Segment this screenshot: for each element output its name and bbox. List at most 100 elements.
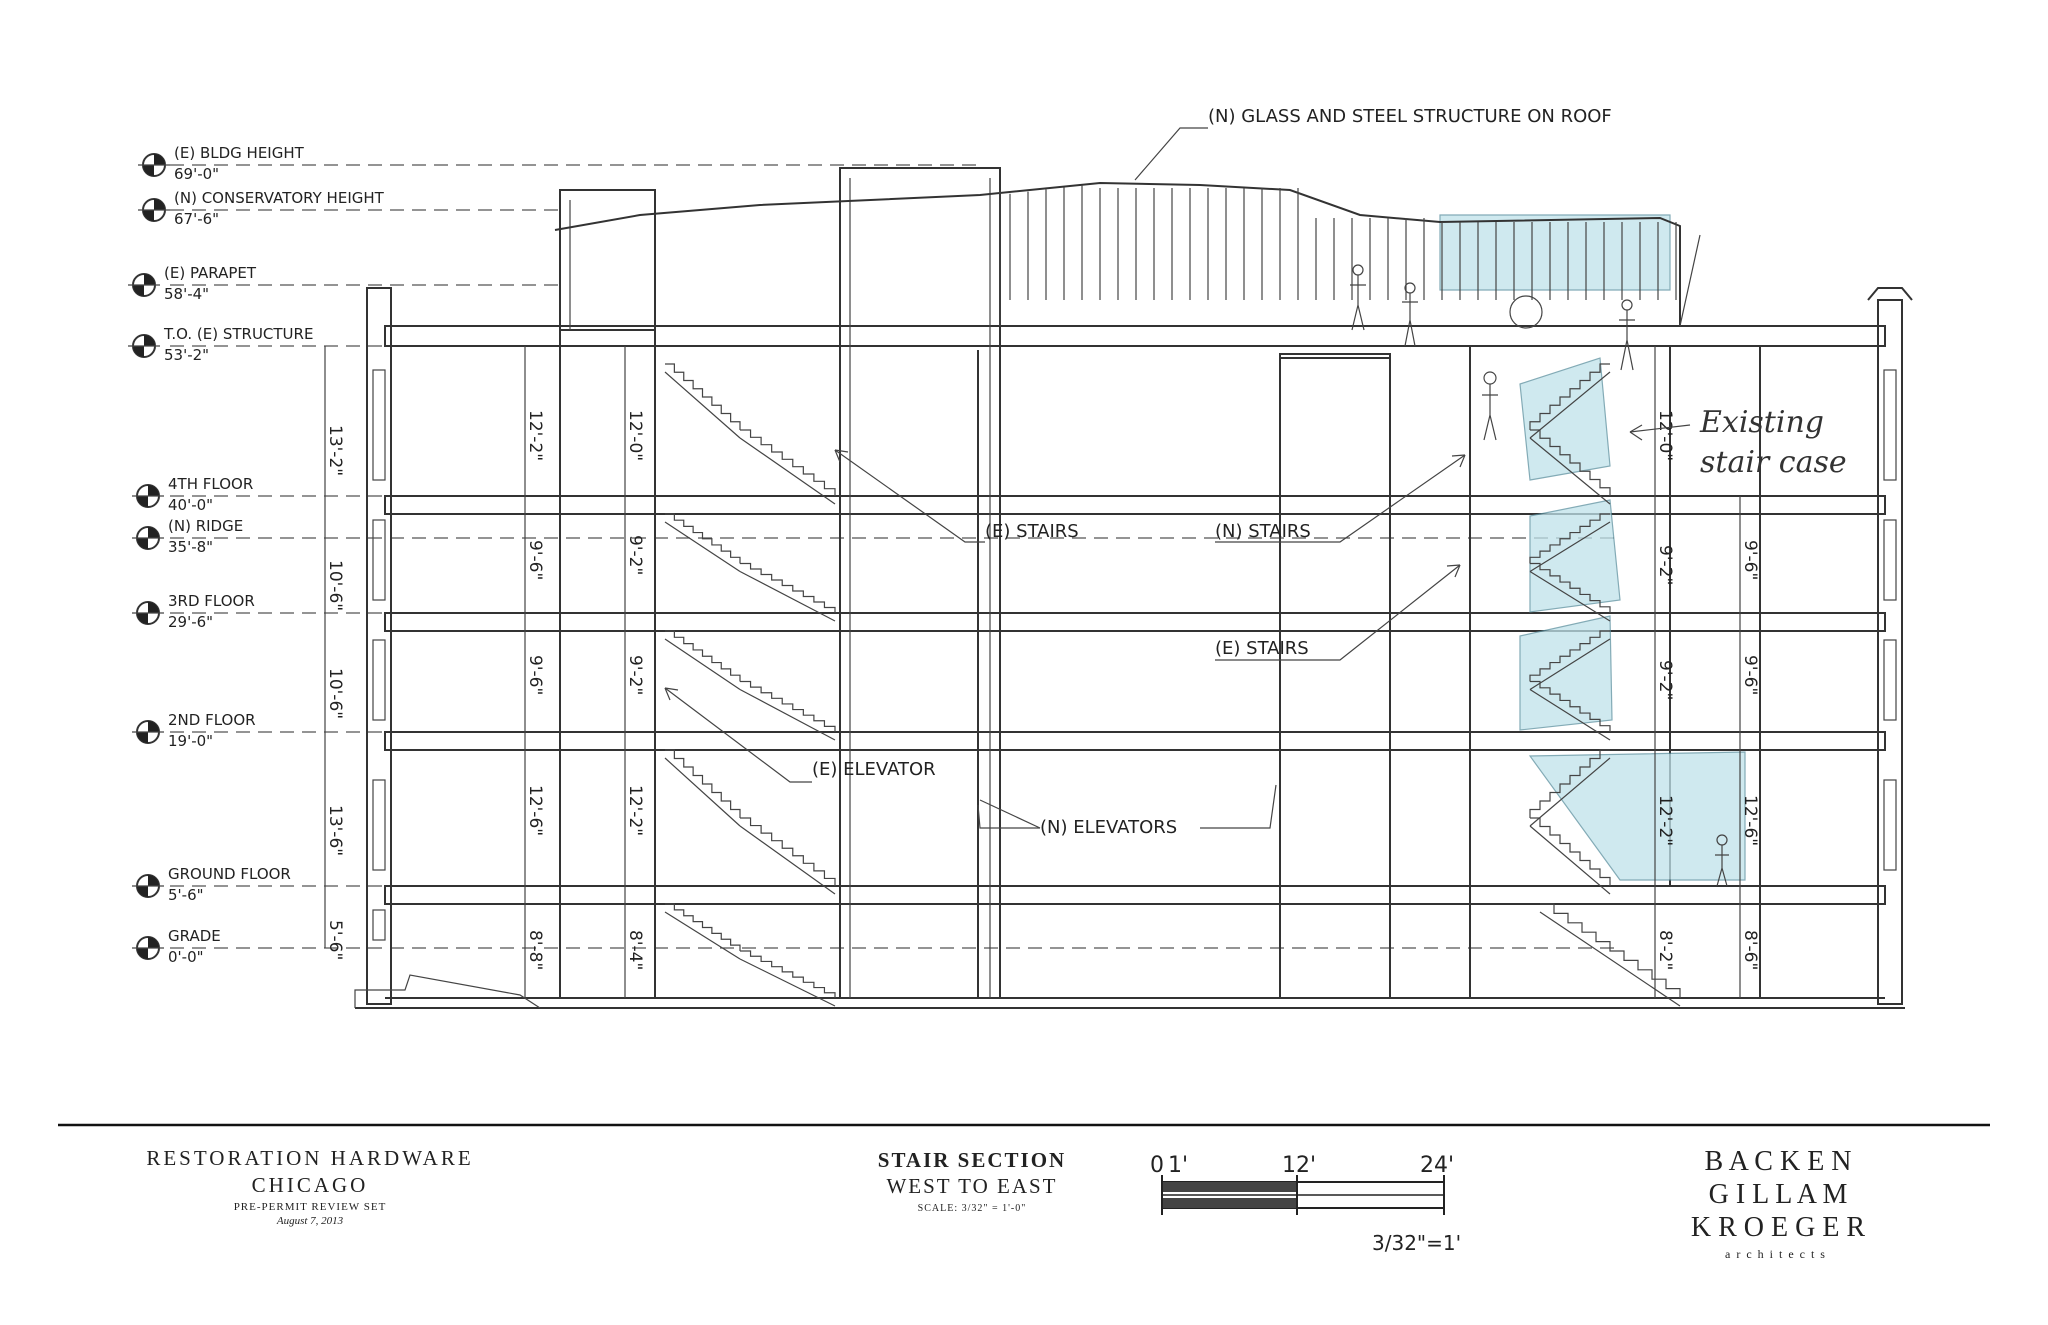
dim-overall-2: 10'-6": [325, 560, 345, 611]
level-marker-grade: GRADE 0'-0": [132, 927, 221, 966]
svg-text:RESTORATION HARDWARE: RESTORATION HARDWARE: [146, 1146, 473, 1170]
svg-text:(N) STAIRS: (N) STAIRS: [1215, 521, 1311, 542]
svg-text:5'-6": 5'-6": [168, 886, 204, 904]
svg-text:B A C K E N: B A C K E N: [1704, 1146, 1851, 1177]
svg-text:19'-0": 19'-0": [168, 732, 213, 750]
svg-text:24': 24': [1420, 1153, 1454, 1178]
level-marker-conservatory-height: (N) CONSERVATORY HEIGHT 67'-6": [138, 189, 385, 228]
dim-east-stair-5: 8'-2": [1655, 930, 1675, 970]
callout-n-stairs: (N) STAIRS: [1215, 454, 1466, 543]
existing-stairs-west: [664, 363, 836, 1007]
svg-text:35'-8": 35'-8": [168, 538, 213, 556]
handwritten-note: Existing stair case: [1629, 405, 1847, 480]
svg-text:58'-4": 58'-4": [164, 285, 209, 303]
svg-text:1': 1': [1168, 1153, 1188, 1178]
callout-e-elevator: (E) ELEVATOR: [664, 687, 936, 783]
svg-text:(N) GLASS AND STEEL STRUCTURE: (N) GLASS AND STEEL STRUCTURE ON ROOF: [1208, 106, 1612, 127]
svg-text:69'-0": 69'-0": [174, 165, 219, 183]
scale-bar: 0 1' 12' 24' 3/32"=1': [1150, 1153, 1461, 1255]
svg-text:0'-0": 0'-0": [168, 948, 204, 966]
dim-east-wall-3: 12'-6": [1740, 795, 1760, 846]
level-markers: (E) BLDG HEIGHT 69'-0" (N) CONSERVATORY …: [128, 144, 385, 966]
svg-text:stair case: stair case: [1700, 445, 1847, 480]
dim-west-wall-1: 12'-2": [525, 410, 545, 461]
dim-west-wall-2: 9'-6": [525, 540, 545, 580]
svg-text:GRADE: GRADE: [168, 927, 221, 945]
title-block: RESTORATION HARDWARE CHICAGO PRE-PERMIT …: [58, 1123, 1990, 1261]
svg-text:architects: architects: [1725, 1247, 1831, 1261]
level-marker-ridge: (N) RIDGE 35'-8": [132, 517, 243, 556]
level-marker-top-structure: T.O. (E) STRUCTURE 53'-2": [128, 325, 313, 364]
dim-west-stair-2: 9'-2": [625, 535, 645, 575]
svg-text:(E) ELEVATOR: (E) ELEVATOR: [812, 759, 936, 780]
svg-text:29'-6": 29'-6": [168, 613, 213, 631]
person-figures: [1350, 264, 1729, 887]
level-marker-third-floor: 3RD FLOOR 29'-6": [132, 592, 255, 631]
dim-west-stair-3: 9'-2": [625, 655, 645, 695]
svg-text:12': 12': [1282, 1153, 1316, 1178]
svg-text:40'-0": 40'-0": [168, 496, 213, 514]
svg-text:4TH FLOOR: 4TH FLOOR: [168, 475, 253, 493]
building-shell: [354, 287, 1913, 1009]
svg-text:(N) CONSERVATORY HEIGHT: (N) CONSERVATORY HEIGHT: [174, 189, 385, 207]
svg-text:2ND FLOOR: 2ND FLOOR: [168, 711, 256, 729]
dim-overall-5: 5'-6": [325, 920, 345, 960]
dim-west-wall-4: 12'-6": [525, 785, 545, 836]
svg-text:PRE-PERMIT REVIEW SET: PRE-PERMIT REVIEW SET: [234, 1201, 387, 1213]
svg-text:(E) STAIRS: (E) STAIRS: [985, 521, 1079, 542]
svg-text:SCALE: 3/32" = 1'-0": SCALE: 3/32" = 1'-0": [918, 1203, 1027, 1214]
level-datum-lines: [170, 164, 1620, 949]
svg-text:K R O E G E R: K R O E G E R: [1691, 1212, 1866, 1243]
svg-text:(E) PARAPET: (E) PARAPET: [164, 264, 257, 282]
svg-text:WEST TO EAST: WEST TO EAST: [886, 1174, 1057, 1198]
roof-glass-structure: [554, 181, 1729, 887]
svg-text:(N) RIDGE: (N) RIDGE: [168, 517, 243, 535]
svg-text:3RD FLOOR: 3RD FLOOR: [168, 592, 255, 610]
level-marker-fourth-floor: 4TH FLOOR 40'-0": [132, 475, 253, 514]
dim-west-stair-5: 8'-4": [625, 930, 645, 970]
svg-text:(E) STAIRS: (E) STAIRS: [1215, 638, 1309, 659]
dim-east-stair-4: 12'-2": [1655, 795, 1675, 846]
svg-text:STAIR SECTION: STAIR SECTION: [878, 1148, 1066, 1172]
svg-text:G I L L A M: G I L L A M: [1709, 1179, 1848, 1210]
svg-text:GROUND FLOOR: GROUND FLOOR: [168, 865, 291, 883]
dim-east-stair-3: 9'-2": [1655, 660, 1675, 700]
level-marker-ground-floor: GROUND FLOOR 5'-6": [132, 865, 291, 904]
level-marker-second-floor: 2ND FLOOR 19'-0": [132, 711, 256, 750]
dim-east-stair-2: 9'-2": [1655, 545, 1675, 585]
new-stairs-east: [1439, 214, 1746, 1007]
svg-text:T.O. (E) STRUCTURE: T.O. (E) STRUCTURE: [163, 325, 313, 343]
callout-n-elevators: (N) ELEVATORS: [977, 784, 1277, 838]
dim-west-stair-1: 12'-0": [625, 410, 645, 461]
callouts: (N) GLASS AND STEEL STRUCTURE ON ROOF (E…: [664, 106, 1612, 838]
dim-east-wall-4: 8'-6": [1740, 930, 1760, 970]
dim-overall-4: 13'-6": [325, 805, 345, 856]
project-block: RESTORATION HARDWARE CHICAGO PRE-PERMIT …: [146, 1146, 473, 1227]
svg-text:3/32"=1': 3/32"=1': [1372, 1231, 1461, 1255]
dim-east-wall-2: 9'-6": [1740, 655, 1760, 695]
svg-text:Existing: Existing: [1699, 405, 1824, 440]
interior-partitions: [559, 167, 1761, 999]
drawing-title-block: STAIR SECTION WEST TO EAST SCALE: 3/32" …: [878, 1148, 1066, 1214]
callout-e-stairs-west: (E) STAIRS: [834, 449, 1079, 543]
dim-overall-3: 10'-6": [325, 668, 345, 719]
svg-text:67'-6": 67'-6": [174, 210, 219, 228]
firm-block: B A C K E N G I L L A M K R O E G E R ar…: [1691, 1146, 1866, 1261]
dim-overall-1: 13'-2": [325, 425, 345, 476]
level-marker-parapet: (E) PARAPET 58'-4": [128, 264, 257, 303]
level-marker-bldg-height: (E) BLDG HEIGHT 69'-0": [138, 144, 305, 183]
svg-text:53'-2": 53'-2": [164, 346, 209, 364]
dim-west-wall-3: 9'-6": [525, 655, 545, 695]
callout-roof-structure: (N) GLASS AND STEEL STRUCTURE ON ROOF: [1134, 106, 1612, 181]
svg-text:(N) ELEVATORS: (N) ELEVATORS: [1040, 817, 1177, 838]
dim-west-stair-4: 12'-2": [625, 785, 645, 836]
dim-east-stair-1: 12'-0": [1655, 410, 1675, 461]
svg-text:0: 0: [1150, 1153, 1164, 1178]
dim-west-wall-5: 8'-8": [525, 930, 545, 970]
callout-e-stairs-east: (E) STAIRS: [1215, 564, 1461, 661]
svg-text:CHICAGO: CHICAGO: [252, 1173, 369, 1197]
svg-text:August 7, 2013: August 7, 2013: [276, 1215, 344, 1227]
dim-east-wall-1: 9'-6": [1740, 540, 1760, 580]
dimension-strings: 13'-2" 10'-6" 10'-6" 13'-6" 5'-6" 12'-2"…: [324, 346, 1760, 998]
